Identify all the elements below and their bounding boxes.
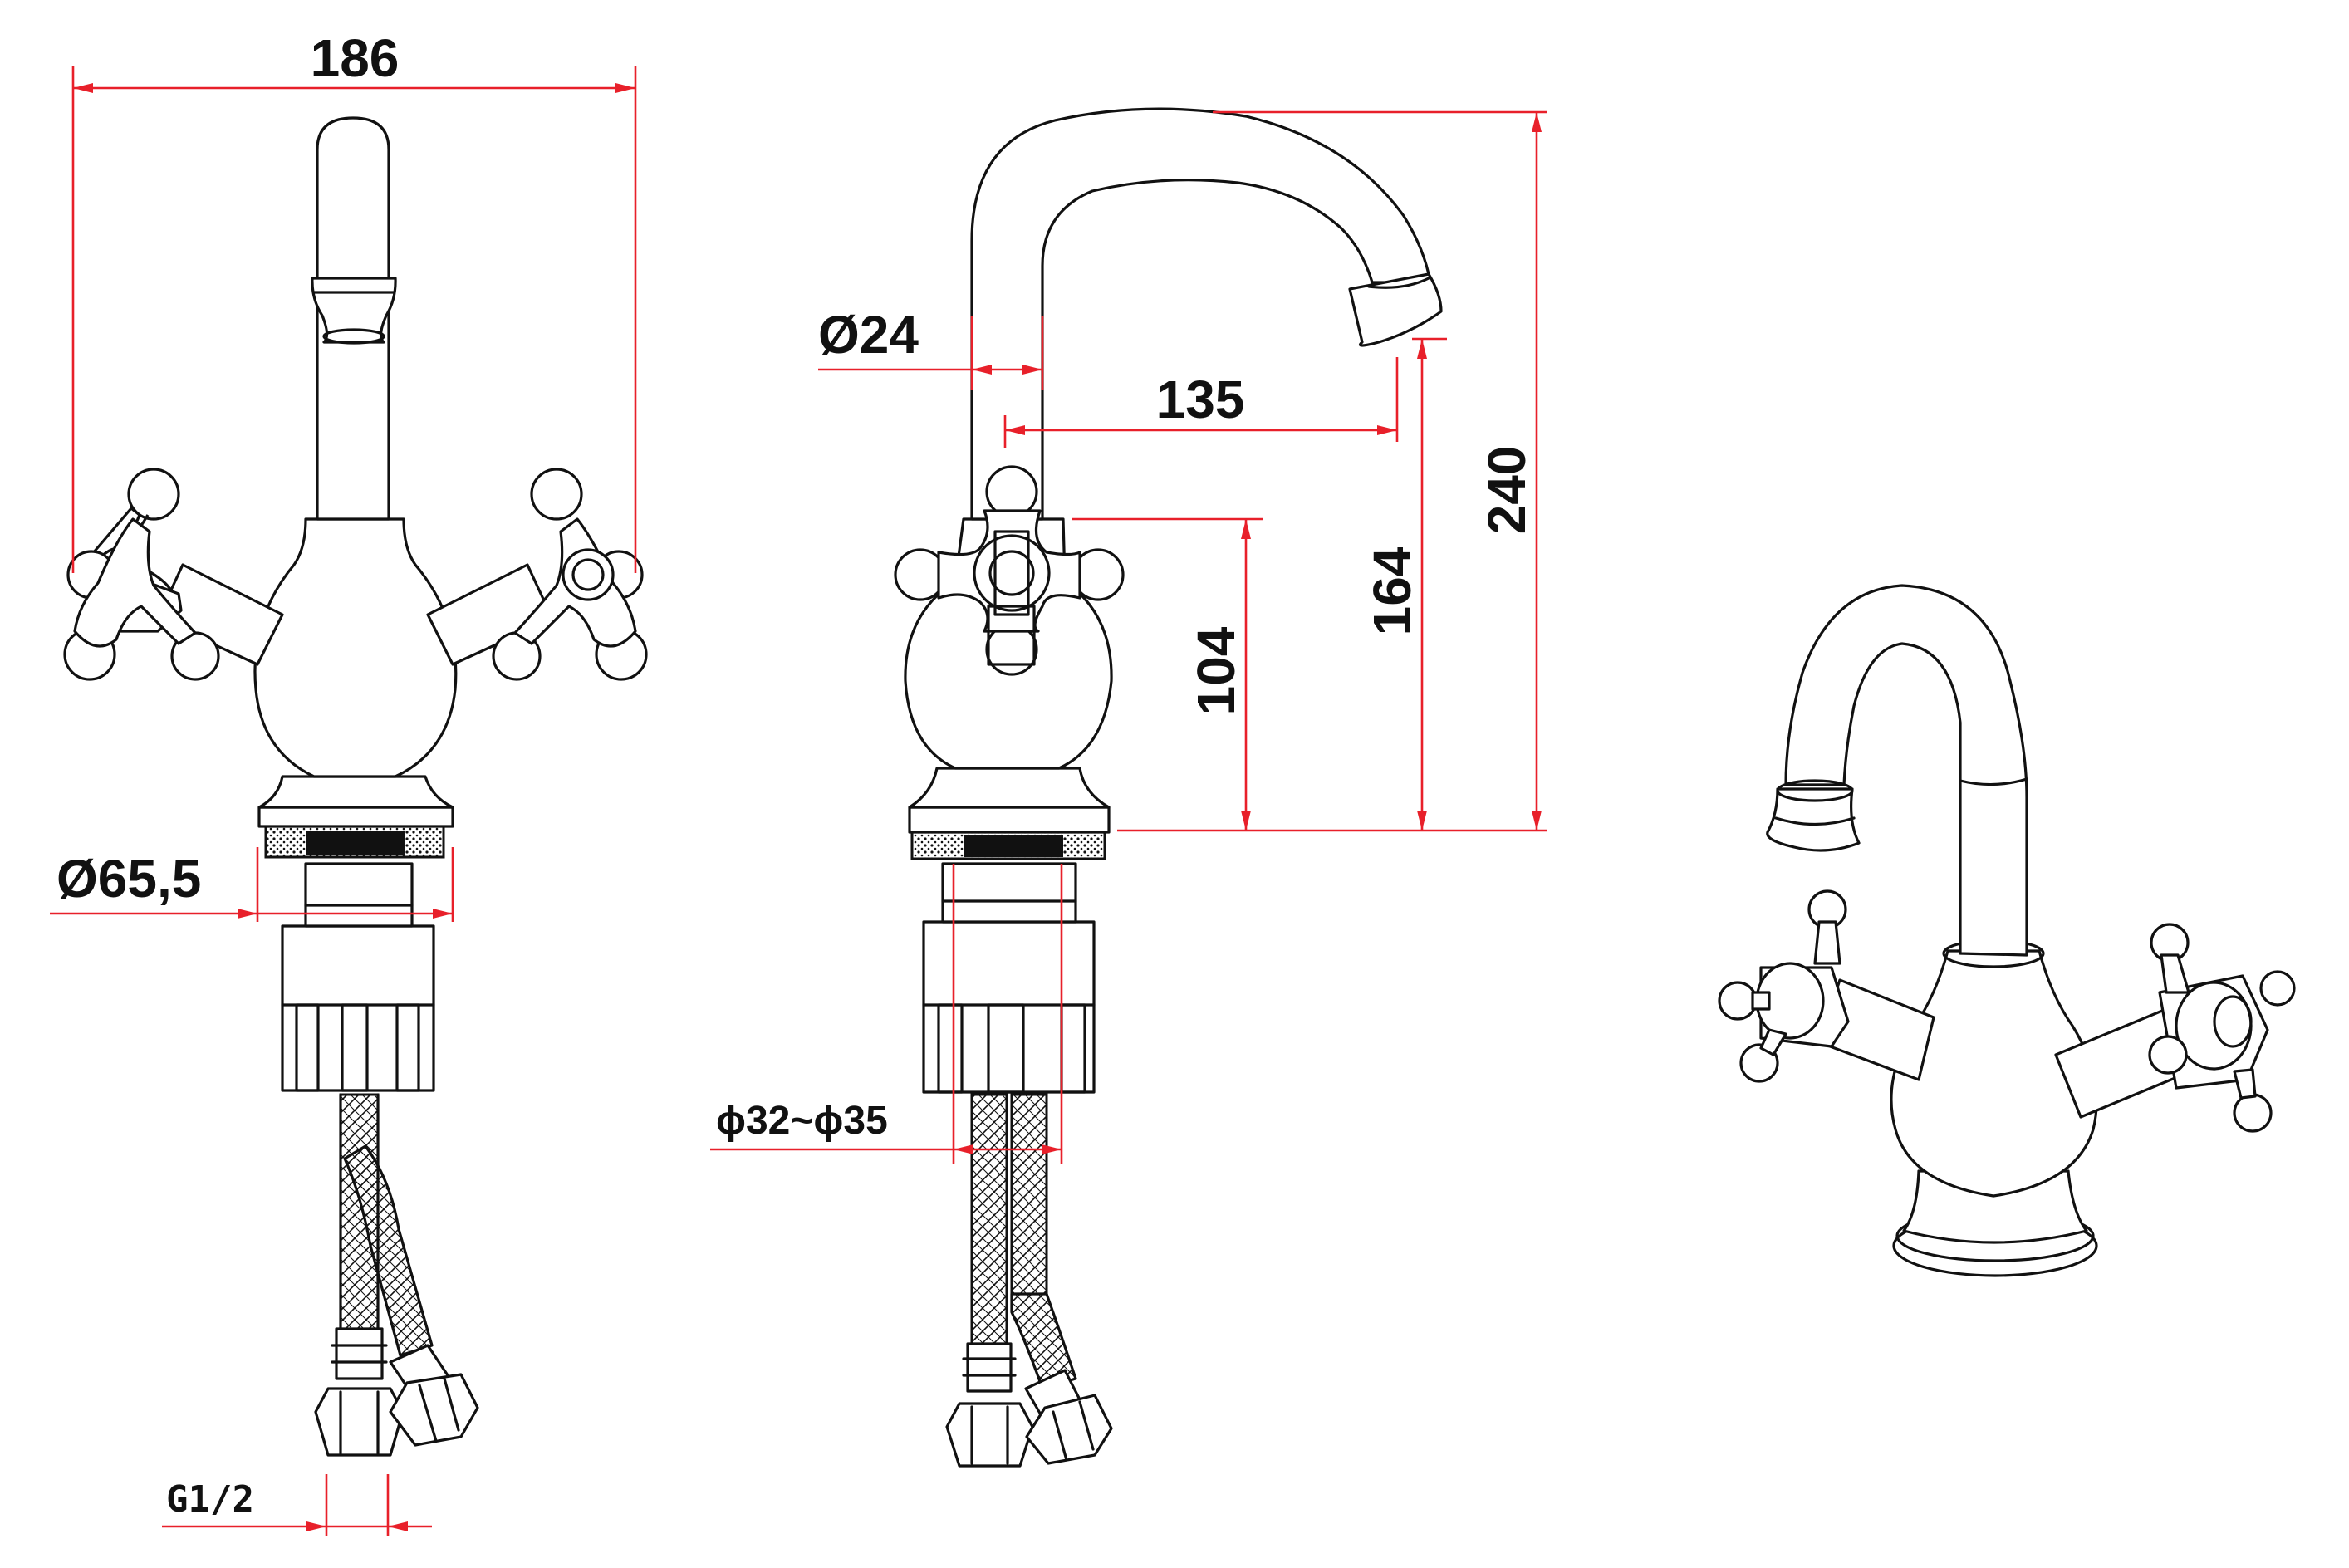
dim-outlet-height: 164 [1362, 337, 1447, 831]
iso-base [1892, 1169, 2098, 1277]
isometric-view [1718, 584, 2296, 1277]
front-base [257, 775, 454, 859]
spout-diameter-label: Ø24 [818, 305, 919, 365]
thread-label: G1/2 [166, 1478, 254, 1521]
dim-total-height: 240 [1213, 110, 1547, 831]
dim-handle-height: 104 [1072, 517, 1263, 831]
base-diameter-label: Ø65,5 [56, 849, 201, 909]
iso-left-handle [1718, 889, 1935, 1083]
dim-base-diameter: Ø65,5 [50, 847, 454, 922]
side-handle [894, 465, 1125, 676]
side-base [908, 767, 1111, 860]
spout-reach-label: 135 [1156, 370, 1245, 429]
front-hoses [314, 1093, 479, 1457]
side-mounting-nut [922, 862, 1096, 1094]
total-height-label: 240 [1477, 446, 1537, 535]
dim-hole-range: ϕ32~ϕ35 [710, 864, 1063, 1164]
iso-spout [1766, 584, 2028, 957]
side-hoses [945, 1093, 1113, 1468]
front-spout [311, 116, 397, 521]
hole-range-label: ϕ32~ϕ35 [716, 1099, 888, 1143]
dim-thread: G1/2 [162, 1474, 432, 1536]
dim-spout-reach: 135 [1003, 357, 1399, 448]
outlet-height-label: 164 [1362, 546, 1422, 635]
side-view: Ø24 135 240 164 [710, 107, 1547, 1468]
dim-overall-width: 186 [71, 28, 637, 573]
side-spout [970, 107, 1443, 521]
front-right-handle [492, 468, 648, 681]
front-mounting-nut [281, 862, 435, 1092]
handle-height-label: 104 [1186, 626, 1246, 715]
dim-spout-diameter: Ø24 [818, 305, 1044, 390]
front-view: 186 Ø65,5 G1/2 [50, 28, 648, 1536]
front-body [156, 517, 554, 778]
front-left-handle [63, 468, 220, 681]
overall-width-label: 186 [311, 28, 400, 88]
iso-right-handle [2054, 923, 2296, 1133]
iso-body [1890, 938, 2098, 1198]
